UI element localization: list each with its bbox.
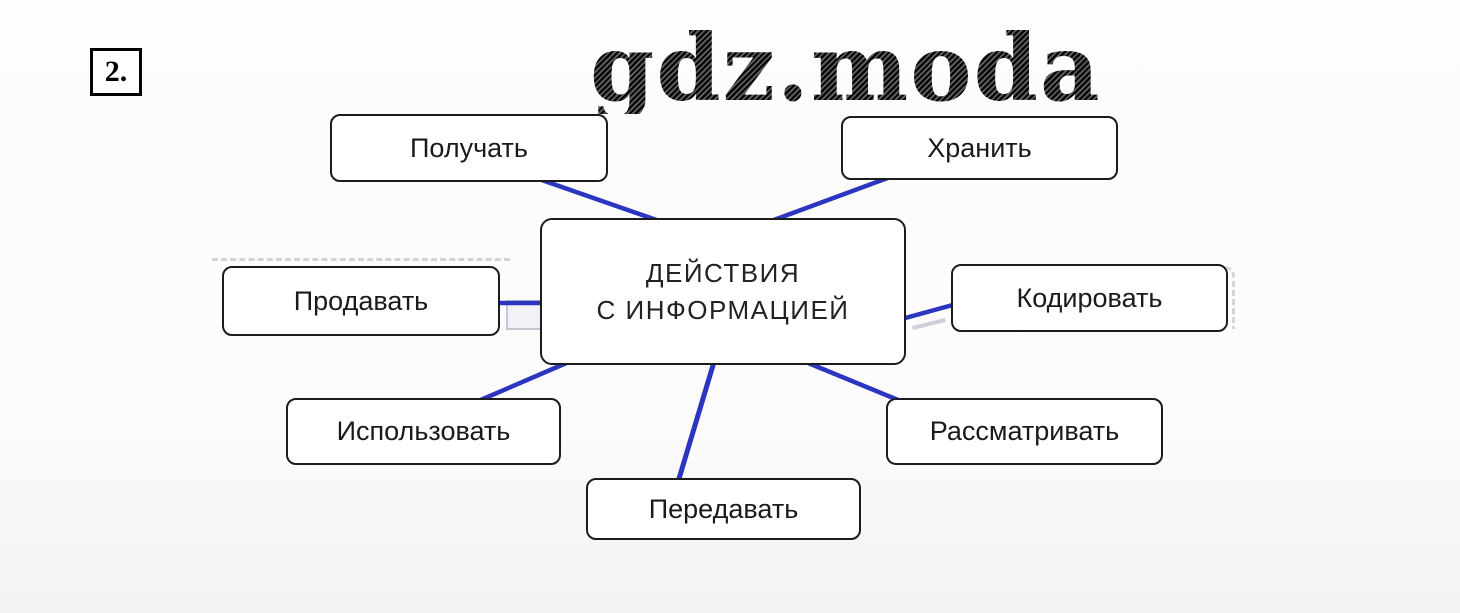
connector-use-center (473, 355, 581, 405)
exercise-number-label: 2. (104, 55, 128, 88)
node-sell: Продавать (222, 266, 500, 336)
node-label: Кодировать (1016, 282, 1163, 313)
node-center-label-line1: ДЕЙСТВИЯ (645, 258, 801, 289)
connector-transmit-center (675, 349, 720, 485)
node-center-actions-with-information: ДЕЙСТВИЯ С ИНФОРМАЦИЕЙ (540, 218, 906, 365)
node-examine: Рассматривать (886, 398, 1163, 465)
node-label: Использовать (336, 416, 511, 446)
node-label: Получать (409, 132, 528, 163)
connector-encode-center (895, 300, 963, 323)
exercise-number-box: 2. (90, 48, 142, 96)
connector-store-center (760, 173, 896, 227)
node-use: Использовать (286, 398, 561, 465)
gdz-moda-watermark: gdz.moda (590, 14, 1102, 122)
node-encode: Кодировать (951, 264, 1228, 332)
node-center-label-line2: С ИНФОРМАЦИЕЙ (596, 294, 850, 325)
node-label: Рассматривать (929, 416, 1120, 446)
node-label: Хранить (927, 132, 1032, 163)
node-label: Передавать (648, 493, 799, 524)
node-transmit: Передавать (586, 478, 861, 540)
node-store: Хранить (841, 116, 1118, 180)
node-receive: Получать (330, 114, 608, 182)
node-label: Продавать (293, 285, 429, 316)
connector-examine-center (793, 355, 906, 405)
connector-receive-center (533, 175, 671, 227)
